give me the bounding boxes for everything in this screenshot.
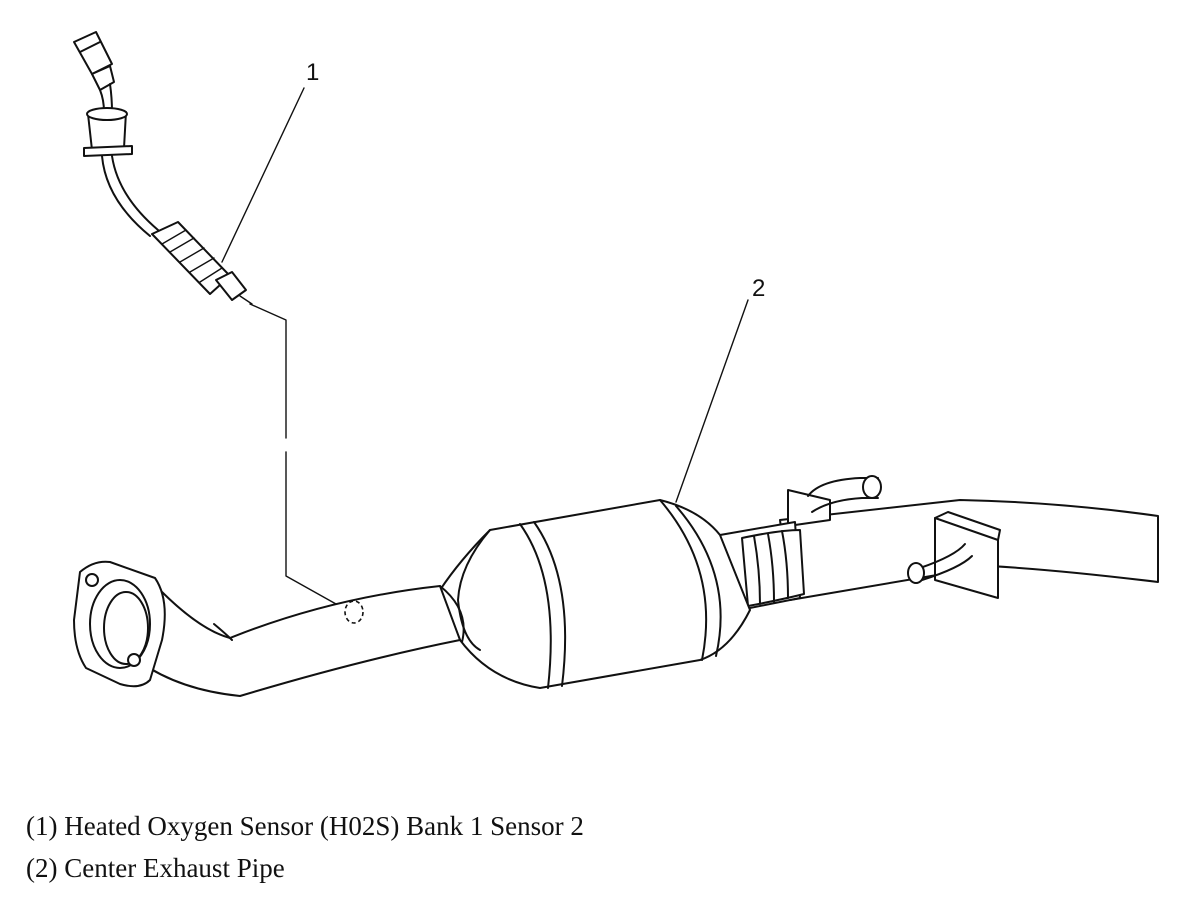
legend-item-sensor: (1) Heated Oxygen Sensor (H02S) Bank 1 S… — [26, 805, 584, 847]
legend-marker: (1) — [26, 811, 58, 841]
oxygen-sensor — [73, 31, 253, 305]
install-guide-line — [249, 303, 337, 605]
legend-item-pipe: (2) Center Exhaust Pipe — [26, 847, 584, 889]
exhaust-diagram: 1 2 — [73, 31, 1159, 697]
legend-text: Heated Oxygen Sensor (H02S) Bank 1 Senso… — [64, 811, 584, 841]
callout-2-leader — [675, 299, 749, 503]
front-pipe — [73, 560, 465, 697]
callout-1-number: 1 — [306, 59, 319, 86]
callout-1-leader — [221, 87, 305, 263]
callout-2-number: 2 — [752, 275, 765, 302]
legend-marker: (2) — [26, 853, 58, 883]
catalytic-converter — [439, 499, 751, 689]
legend-text: Center Exhaust Pipe — [64, 853, 285, 883]
rear-pipe — [779, 475, 1159, 601]
legend: (1) Heated Oxygen Sensor (H02S) Bank 1 S… — [26, 805, 584, 889]
